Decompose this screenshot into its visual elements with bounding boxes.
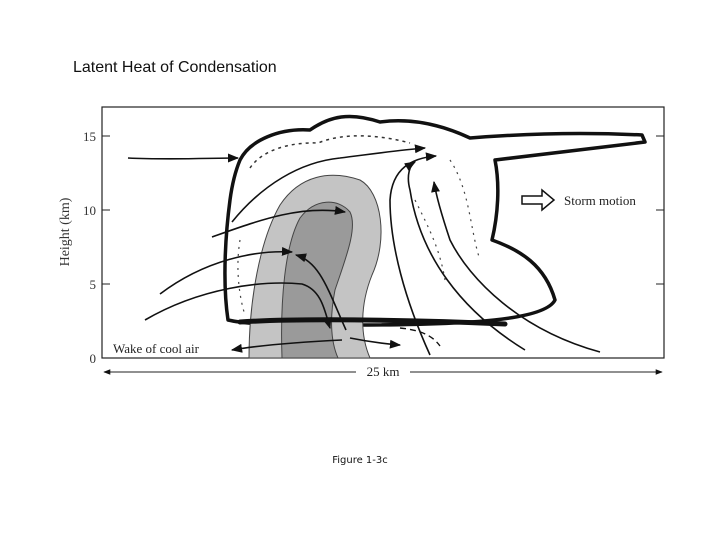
scale-label: 25 km xyxy=(367,364,400,379)
y-tick-15: 15 xyxy=(83,129,96,144)
y-axis-label: Height (km) xyxy=(58,197,73,266)
y-tick-0: 0 xyxy=(90,351,97,366)
storm-motion-arrow xyxy=(522,190,554,210)
wake-label: Wake of cool air xyxy=(113,341,200,356)
storm-motion-label: Storm motion xyxy=(564,193,636,208)
y-tick-5: 5 xyxy=(90,277,97,292)
y-tick-10: 10 xyxy=(83,203,96,218)
figure-caption: Figure 1-3c xyxy=(0,455,720,466)
